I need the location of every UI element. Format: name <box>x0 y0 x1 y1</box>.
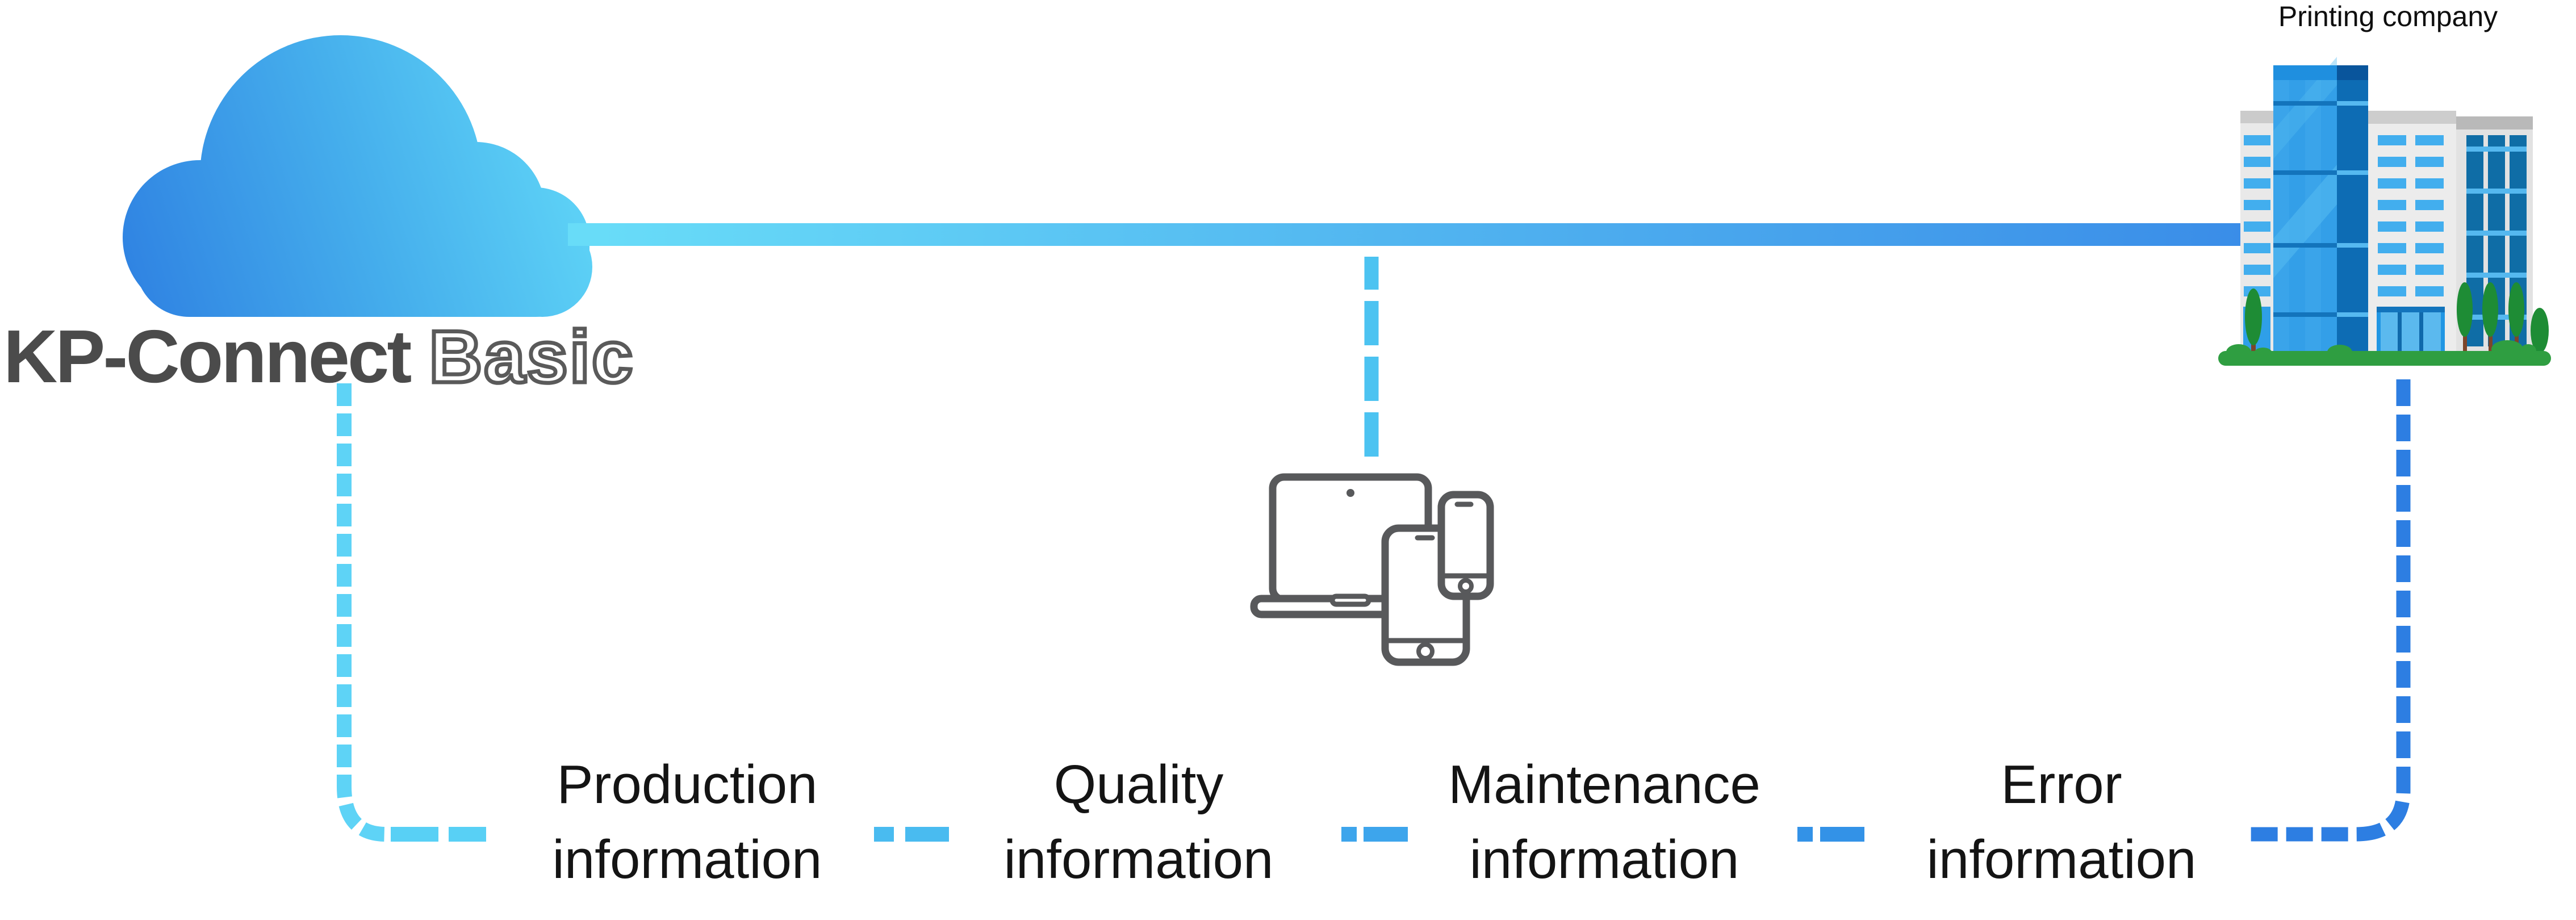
tree-icon <box>2245 282 2549 356</box>
devices-group <box>1250 473 1494 666</box>
label-production-information: Production information <box>488 747 886 897</box>
home-button <box>1458 578 1474 594</box>
label-line2: information <box>552 829 822 890</box>
dash-segment-left <box>391 827 486 842</box>
label-maintenance-information: Maintenance information <box>1406 747 1803 897</box>
label-quality-information: Quality information <box>940 747 1337 897</box>
building-label: Printing company <box>2278 1 2498 32</box>
dashed-line-right <box>2243 379 2411 842</box>
cloud-icon <box>123 35 592 317</box>
home-button <box>1416 642 1435 660</box>
label-line2: information <box>1003 829 1274 890</box>
label-line1: Quality <box>1053 754 1224 815</box>
dash-segment-3 <box>1797 827 1864 842</box>
webcam-dot <box>1346 489 1354 497</box>
label-line1: Production <box>557 754 818 815</box>
label-error-information: Error information <box>1863 747 2260 897</box>
building-icon <box>2218 57 2551 366</box>
label-line1: Error <box>2001 754 2122 815</box>
label-line2: information <box>1926 829 2197 890</box>
logo-brand-text: KP-Connect <box>3 315 412 398</box>
logo-variant-text: Basic <box>427 313 635 400</box>
phone-icon <box>1437 491 1494 600</box>
label-line2: information <box>1469 829 1739 890</box>
label-line1: Maintenance <box>1448 754 1760 815</box>
main-connector-line <box>568 223 2242 246</box>
dashed-line-left <box>337 383 387 842</box>
dash-segment-2 <box>1341 827 1408 842</box>
dash-segment-1 <box>874 827 949 842</box>
grass-icon <box>2218 340 2551 366</box>
glass-tower <box>2273 57 2368 353</box>
